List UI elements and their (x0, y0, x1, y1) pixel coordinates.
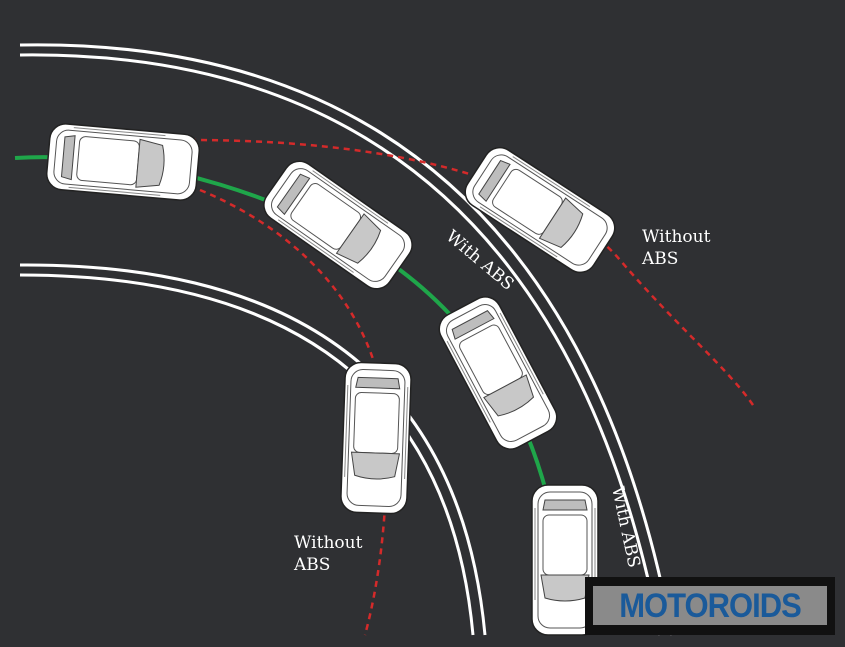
label-without-abs-left-1: Without (294, 533, 363, 553)
label-with-abs-upper: With ABS (442, 227, 518, 295)
label-without-abs-left-2: ABS (293, 555, 330, 575)
motoroids-logo: MOTOROIDS (585, 577, 835, 635)
car-start (44, 121, 202, 203)
logo-text: MOTOROIDS (619, 585, 802, 625)
car-with-abs-1 (256, 154, 420, 296)
car-without-abs-inner (339, 361, 413, 515)
outer-road-edge (19, 43, 674, 636)
label-without-abs-right-2: ABS (641, 249, 678, 269)
without-abs-path-outer (189, 138, 757, 409)
label-without-abs-right-1: Without (642, 227, 711, 247)
